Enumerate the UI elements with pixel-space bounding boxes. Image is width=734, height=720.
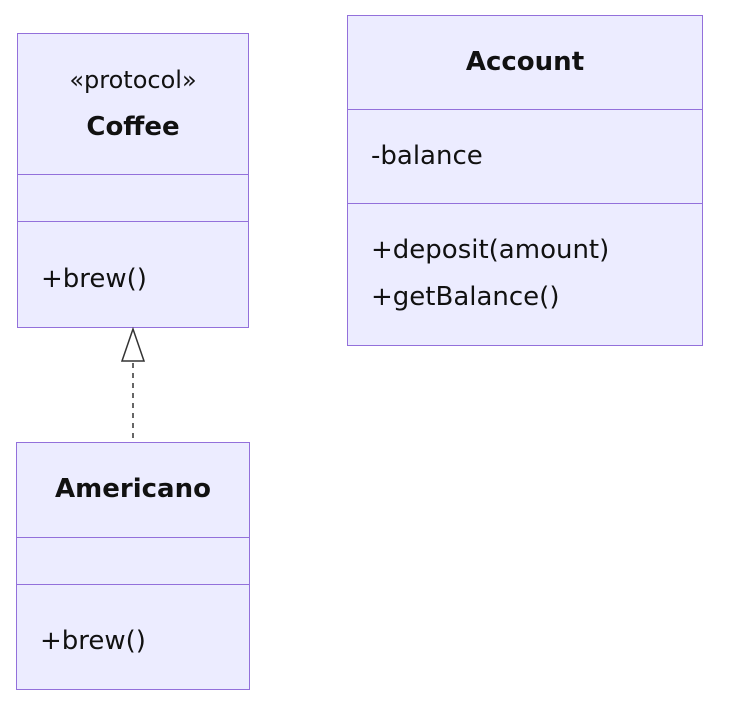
class-coffee-stereotype: «protocol»: [69, 66, 197, 94]
class-account-divider-2: [348, 203, 702, 204]
class-coffee-name: Coffee: [86, 112, 180, 142]
class-coffee[interactable]: «protocol» Coffee +brew(): [17, 33, 249, 328]
realization-arrowhead: [120, 326, 146, 362]
class-account-method: +deposit(amount): [371, 235, 610, 265]
class-account-name: Account: [465, 47, 585, 77]
class-coffee-method: +brew(): [41, 264, 147, 294]
class-account[interactable]: Account -balance +deposit(amount) +getBa…: [347, 15, 703, 346]
class-account-method: +getBalance(): [371, 282, 560, 312]
class-americano-name: Americano: [55, 474, 211, 504]
class-americano-method: +brew(): [40, 626, 146, 656]
class-americano[interactable]: Americano +brew(): [16, 442, 250, 690]
class-coffee-divider-2: [18, 221, 248, 222]
class-americano-divider-2: [17, 584, 249, 585]
class-account-divider-1: [348, 109, 702, 110]
class-account-attribute: -balance: [371, 141, 483, 171]
class-americano-divider-1: [17, 537, 249, 538]
class-coffee-divider-1: [18, 174, 248, 175]
